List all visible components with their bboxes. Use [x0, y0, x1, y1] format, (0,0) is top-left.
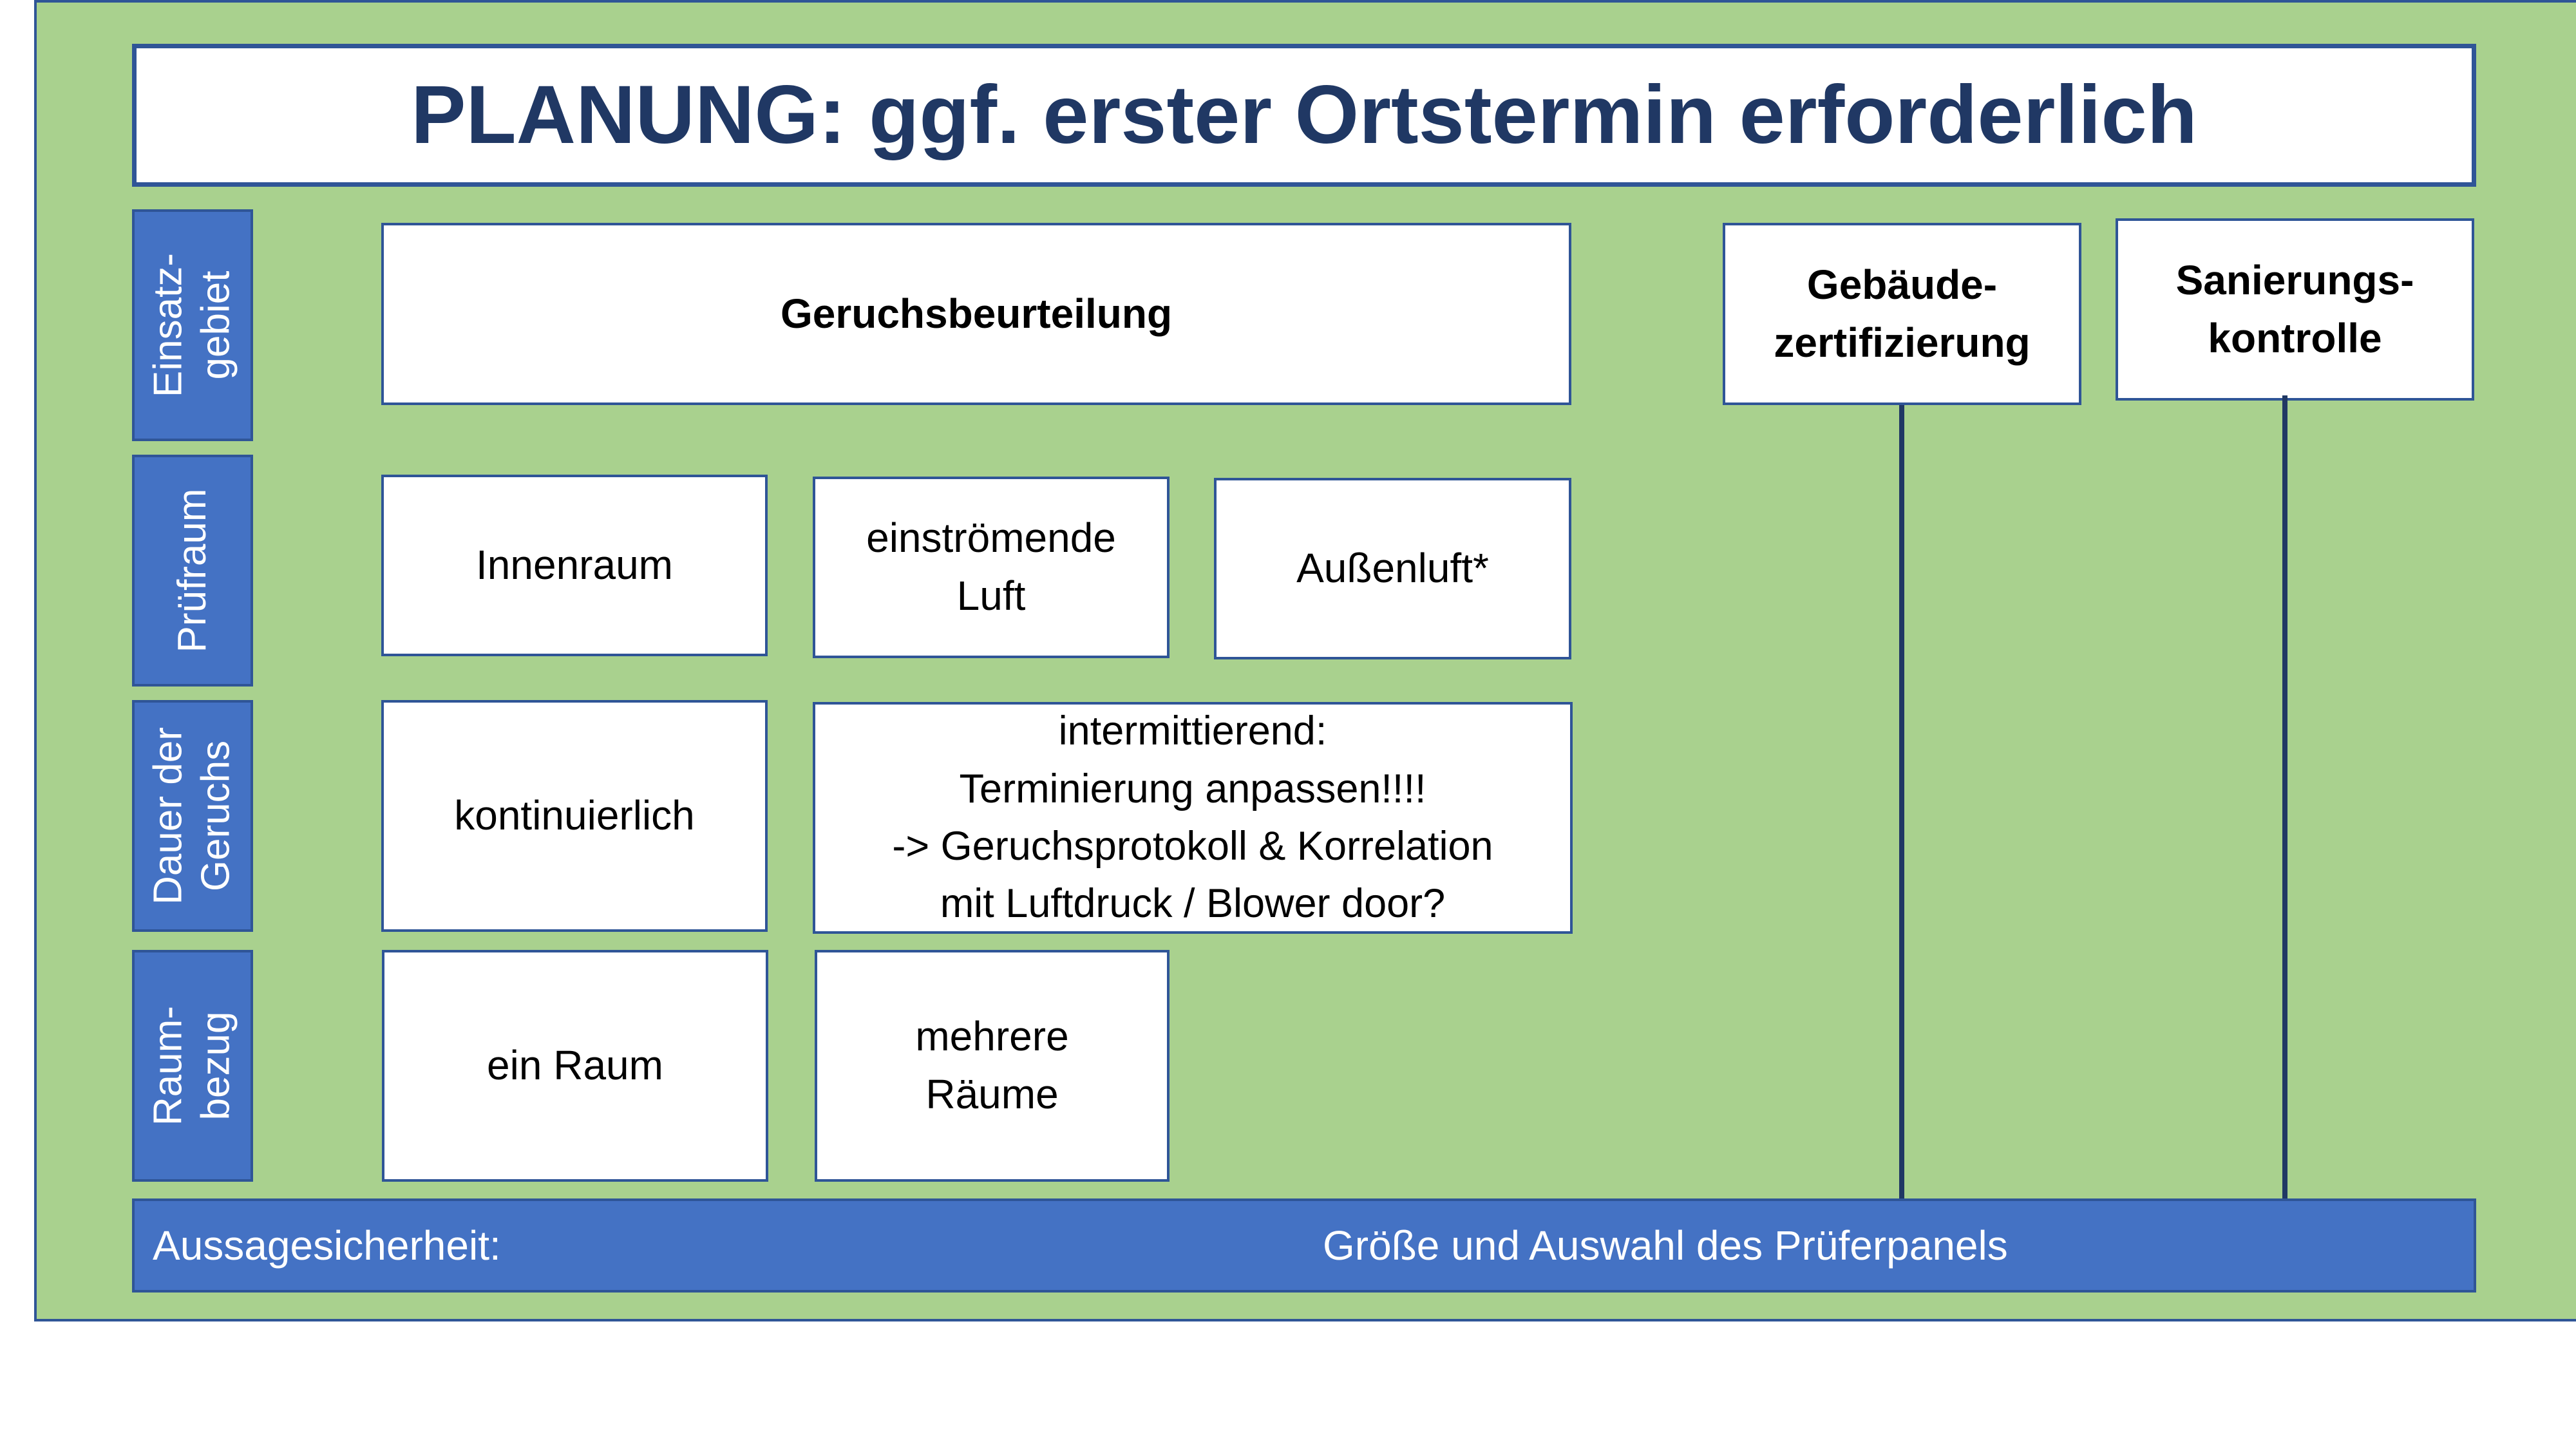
box-aussenluft: Außenluft*	[1214, 478, 1571, 659]
box-gebaeudezertifizierung: Gebäude- zertifizierung	[1723, 223, 2081, 405]
box-mehrere-raeume: mehrere Räume	[815, 950, 1170, 1182]
row-label-dauer-text: Dauer der Geruchs	[146, 727, 238, 905]
box-intermittierend: intermittierend: Terminierung anpassen!!…	[813, 702, 1573, 934]
connector-gebaeudezertifizierung	[1899, 405, 1904, 1200]
row-label-einsatzgebiet: Einsatz- gebiet	[132, 209, 253, 441]
box-sanierungskontrolle: Sanierungs- kontrolle	[2116, 218, 2474, 401]
row-label-einsatzgebiet-text: Einsatz- gebiet	[146, 253, 238, 397]
box-kontinuierlich: kontinuierlich	[381, 700, 768, 932]
aussagesicherheit-bar: Aussagesicherheit: Größe und Auswahl des…	[132, 1198, 2476, 1293]
aussagesicherheit-value: Größe und Auswahl des Prüferpanels	[1323, 1222, 2008, 1269]
row-label-dauer: Dauer der Geruchs	[132, 700, 253, 932]
row-label-pruefraum: Prüfraum	[132, 455, 253, 687]
row-label-pruefraum-text: Prüfraum	[169, 488, 214, 653]
box-einstroemende-luft: einströmende Luft	[813, 477, 1170, 658]
diagram-title: PLANUNG: ggf. erster Ortstermin erforder…	[132, 44, 2476, 187]
box-geruchsbeurteilung: Geruchsbeurteilung	[381, 223, 1571, 405]
row-label-raumbezug-text: Raum- bezug	[146, 1005, 238, 1126]
connector-sanierungskontrolle	[2282, 395, 2287, 1200]
box-innenraum: Innenraum	[381, 475, 768, 656]
row-label-raumbezug: Raum- bezug	[132, 950, 253, 1182]
aussagesicherheit-label: Aussagesicherheit:	[153, 1222, 501, 1269]
box-ein-raum: ein Raum	[382, 950, 768, 1182]
